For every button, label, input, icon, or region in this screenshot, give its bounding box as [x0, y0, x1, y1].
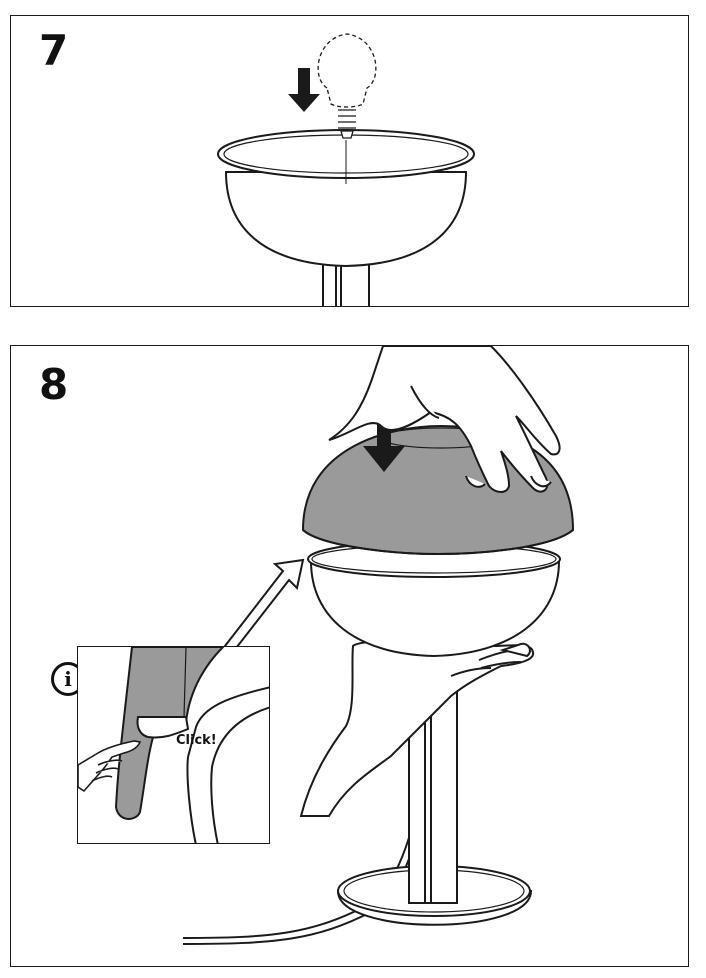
detail-pointer-arrow	[223, 558, 305, 654]
lamp-bowl	[307, 540, 561, 658]
step-7-illustration	[217, 33, 475, 306]
bulb-socket	[338, 109, 356, 139]
click-detail-illustration	[78, 647, 269, 843]
step-7-number: 7	[39, 26, 69, 75]
step-8-illustration	[182, 346, 575, 945]
click-label: Click!	[176, 733, 217, 748]
lamp-shade	[301, 424, 575, 556]
step-8-number: 8	[39, 360, 69, 409]
down-arrow-icon	[288, 68, 320, 112]
click-detail-callout: Click!	[77, 646, 270, 844]
step-7-panel: 7	[10, 15, 689, 307]
bowl-edge	[136, 686, 269, 843]
pressing-hand	[328, 346, 561, 493]
pointing-hand-icon	[78, 740, 142, 793]
holding-hand	[299, 640, 535, 817]
step-8-panel: 8	[10, 345, 689, 967]
light-bulb-icon	[317, 33, 377, 108]
